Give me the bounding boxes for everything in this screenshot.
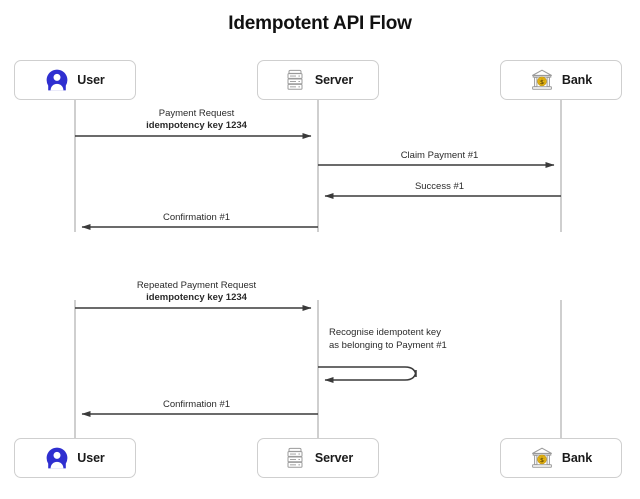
participant-label-user-top: User bbox=[77, 73, 105, 87]
message-line1: Claim Payment #1 bbox=[400, 150, 479, 161]
participant-label-bank-bottom: Bank bbox=[561, 451, 593, 465]
participant-label-server-bottom: Server bbox=[314, 451, 354, 465]
message-arrow-recognise-idempotent-key-self-loop bbox=[318, 366, 417, 383]
server-rack-icon bbox=[287, 447, 303, 468]
page-title: Idempotent API Flow bbox=[228, 13, 412, 34]
message-label-repeated-payment-request: Repeated Payment Request idempotency key… bbox=[75, 280, 318, 304]
message-label-confirmation-2: Confirmation #1 bbox=[75, 399, 318, 411]
message-line2: as belonging to Payment #1 bbox=[329, 340, 447, 351]
lifelines-upper bbox=[74, 100, 562, 232]
bank-building-icon: $ bbox=[531, 69, 552, 90]
message-line2: idempotency key 1234 bbox=[146, 292, 247, 303]
participant-box-user-top[interactable]: User bbox=[14, 60, 136, 100]
participant-label-bank-top: Bank bbox=[561, 73, 593, 87]
message-line1: Payment Request bbox=[158, 108, 235, 119]
user-avatar-icon bbox=[46, 69, 68, 91]
message-line1: Recognise idempotent key bbox=[329, 327, 441, 338]
message-line1: Confirmation #1 bbox=[162, 399, 231, 410]
participant-box-bank-bottom[interactable]: $ Bank bbox=[500, 438, 622, 478]
message-label-success: Success #1 bbox=[318, 181, 561, 193]
message-label-recognise-idempotent-key: Recognise idempotent key as belonging to… bbox=[329, 326, 447, 352]
participant-box-server-top[interactable]: Server bbox=[257, 60, 379, 100]
svg-text:$: $ bbox=[540, 457, 544, 464]
message-label-payment-request: Payment Request idempotency key 1234 bbox=[75, 108, 318, 132]
participant-label-user-bottom: User bbox=[77, 451, 105, 465]
message-line1: Confirmation #1 bbox=[162, 212, 231, 223]
message-label-claim-payment: Claim Payment #1 bbox=[318, 150, 561, 162]
participant-box-bank-top[interactable]: $ Bank bbox=[500, 60, 622, 100]
participant-label-server-top: Server bbox=[314, 73, 354, 87]
message-line1: Repeated Payment Request bbox=[136, 280, 257, 291]
participant-box-user-bottom[interactable]: User bbox=[14, 438, 136, 478]
message-line1: Success #1 bbox=[414, 181, 465, 192]
lifelines-lower bbox=[74, 300, 562, 438]
participant-box-server-bottom[interactable]: Server bbox=[257, 438, 379, 478]
user-avatar-icon bbox=[46, 447, 68, 469]
svg-text:$: $ bbox=[540, 79, 544, 86]
message-label-confirmation-1: Confirmation #1 bbox=[75, 212, 318, 224]
message-line2: idempotency key 1234 bbox=[146, 120, 247, 131]
bank-building-icon: $ bbox=[531, 447, 552, 468]
server-rack-icon bbox=[287, 69, 303, 90]
